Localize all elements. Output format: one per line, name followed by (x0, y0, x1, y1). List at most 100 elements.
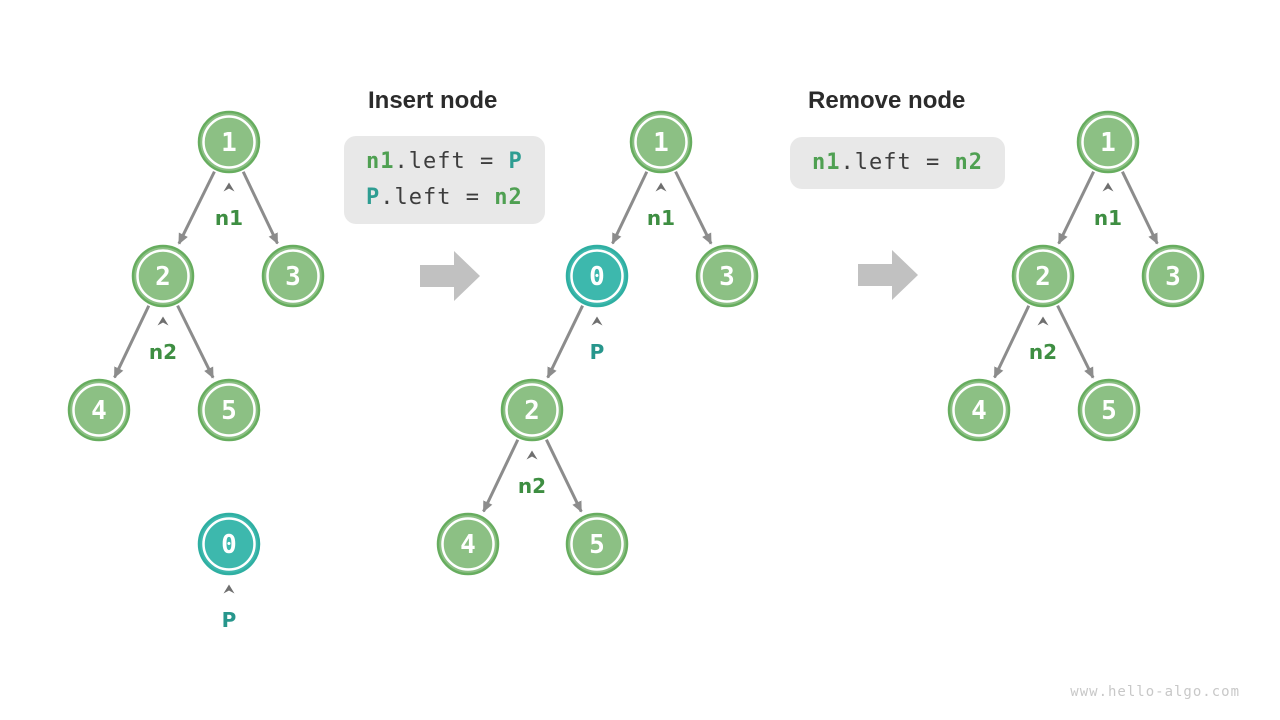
node-value: 2 (1035, 262, 1051, 292)
node-circle (1011, 244, 1075, 308)
node-value: 4 (971, 396, 987, 426)
node-inner-ring (700, 249, 754, 303)
code-line: P.left = n2 (366, 180, 523, 216)
code-token: n2 (954, 150, 983, 175)
pointer-label-n2: n2 (1029, 340, 1057, 364)
code-token: n1 (366, 149, 395, 174)
node-circle (197, 378, 261, 442)
transform-arrow-icon (420, 251, 480, 301)
tree-node-1: 1 (1076, 110, 1140, 174)
code-token: P (366, 185, 381, 210)
tree-node-0: 0 (565, 244, 629, 308)
node-inner-ring (570, 517, 624, 571)
node-circle (565, 244, 629, 308)
node-value: 0 (221, 530, 237, 560)
code-token: .left = (394, 149, 509, 174)
tree-node-5: 5 (197, 378, 261, 442)
code-token: P (508, 149, 523, 174)
node-inner-ring (570, 249, 624, 303)
node-value: 1 (1100, 128, 1116, 158)
node-inner-ring (505, 383, 559, 437)
tree-edge (176, 304, 215, 379)
up-caret-icon (526, 450, 538, 460)
node-inner-ring (952, 383, 1006, 437)
code-box-remove: n1.left = n2 (790, 137, 1005, 189)
node-value: 5 (221, 396, 237, 426)
tree-edge (1057, 171, 1095, 245)
node-circle (1077, 378, 1141, 442)
node-value: 5 (589, 530, 605, 560)
up-caret-icon (157, 316, 169, 326)
node-value: 4 (460, 530, 476, 560)
tree-node-2: 2 (1011, 244, 1075, 308)
node-inner-ring (202, 115, 256, 169)
up-caret-icon (223, 182, 235, 192)
node-inner-ring (1016, 249, 1070, 303)
pointer-label-n1: n1 (647, 206, 675, 230)
node-circle (67, 378, 131, 442)
tree-edge (611, 171, 649, 245)
tree-node-1: 1 (197, 110, 261, 174)
node-inner-ring (72, 383, 126, 437)
tree-edge (993, 305, 1031, 379)
node-value: 5 (1101, 396, 1117, 426)
code-line: n1.left = P (366, 144, 523, 180)
insert-node-title: Insert node (368, 87, 498, 114)
node-inner-ring (202, 517, 256, 571)
node-inner-ring (136, 249, 190, 303)
tree-node-3: 3 (1141, 244, 1205, 308)
node-value: 1 (653, 128, 669, 158)
code-token: n2 (494, 185, 523, 210)
tree-node-1: 1 (629, 110, 693, 174)
node-circle (947, 378, 1011, 442)
node-value: 2 (155, 262, 171, 292)
tree-node-0: 0 (197, 512, 261, 576)
tree-edge (1056, 304, 1095, 379)
node-circle (629, 110, 693, 174)
node-circle (695, 244, 759, 308)
node-circle (131, 244, 195, 308)
up-caret-icon (591, 316, 603, 326)
node-value: 4 (91, 396, 107, 426)
pointer-label-n1: n1 (215, 206, 243, 230)
tree-after-remove: 1 2 3 4 5 n1 n2 (947, 110, 1205, 442)
tree-node-4: 4 (67, 378, 131, 442)
tree-node-2: 2 (131, 244, 195, 308)
watermark: www.hello-algo.com (1070, 684, 1240, 700)
tree-edge (482, 439, 520, 513)
node-circle (1141, 244, 1205, 308)
tree-edge (674, 170, 713, 245)
transform-arrow-icon (858, 250, 918, 300)
up-caret-icon (655, 182, 667, 192)
node-inner-ring (1146, 249, 1200, 303)
up-caret-icon (1037, 316, 1049, 326)
tree-edge (545, 439, 583, 513)
node-inner-ring (441, 517, 495, 571)
node-inner-ring (1081, 115, 1135, 169)
tree-node-2: 2 (500, 378, 564, 442)
node-circle (436, 512, 500, 576)
tree-node-3: 3 (261, 244, 325, 308)
node-value: 3 (285, 262, 301, 292)
node-circle (500, 378, 564, 442)
pointer-label-P: P (222, 608, 237, 632)
tree-node-5: 5 (1077, 378, 1141, 442)
pointer-label-P: P (590, 340, 605, 364)
tree-node-3: 3 (695, 244, 759, 308)
node-inner-ring (266, 249, 320, 303)
pointer-label-n1: n1 (1094, 206, 1122, 230)
code-token: n1 (812, 150, 841, 175)
tree-node-4: 4 (947, 378, 1011, 442)
node-value: 3 (1165, 262, 1181, 292)
node-circle (197, 512, 261, 576)
remove-node-title: Remove node (808, 87, 966, 114)
tree-edge (177, 170, 216, 245)
code-token: .left = (380, 185, 495, 210)
tree-edge (546, 305, 584, 379)
node-inner-ring (1082, 383, 1136, 437)
up-caret-icon (223, 584, 235, 594)
